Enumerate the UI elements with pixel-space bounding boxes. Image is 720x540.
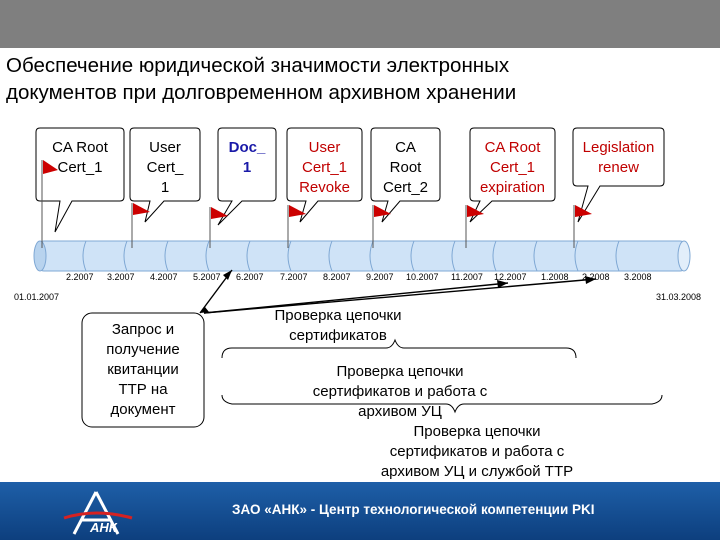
callout-bubble-1	[35, 127, 125, 233]
tick-label: 1.2008	[541, 272, 569, 282]
tick-label: 11.2007	[451, 272, 483, 282]
callout-bubble-5	[370, 127, 441, 223]
tick-label: 3.2008	[624, 272, 652, 282]
tick-label: 8.2007	[323, 272, 351, 282]
footer-bar	[0, 482, 720, 540]
tick-label: 9.2007	[366, 272, 394, 282]
callout-bubble-7	[572, 127, 665, 223]
footer-text: ЗАО «АНК» - Центр технологической компет…	[232, 502, 595, 517]
tick-label: 5.2007	[193, 272, 221, 282]
flag-3	[209, 207, 228, 248]
tick-label: 12.2007	[494, 272, 527, 282]
request-box-frame	[81, 312, 205, 428]
title-line-2: документов при долговременном архивном х…	[6, 81, 517, 104]
callout-doc-1: Doc_1	[228, 139, 266, 176]
tick-label: 10.2007	[406, 272, 439, 282]
tick-label: 2.2007	[66, 272, 94, 282]
title-line-1: Обеспечение юридической значимости элект…	[6, 54, 510, 77]
timeline-bar	[33, 240, 691, 272]
callout-bubble-2	[129, 127, 201, 223]
flag-5	[372, 205, 391, 248]
tick-label: 2.2008	[582, 272, 610, 282]
tick-label: 4.2007	[150, 272, 178, 282]
brace-1	[221, 338, 577, 359]
flag-markers	[41, 160, 592, 248]
tick-label: 3.2007	[107, 272, 135, 282]
callout-bubble-3	[217, 127, 277, 226]
timeline-end-label: 31.03.2008	[656, 292, 702, 302]
slide-title: Обеспечение юридической значимости элект…	[6, 52, 706, 106]
brace-2	[221, 394, 663, 414]
company-logo: АНК	[63, 491, 133, 535]
tick-label: 7.2007	[280, 272, 308, 282]
flag-7	[573, 205, 592, 248]
callout-bubble-4	[286, 127, 363, 223]
flag-4	[287, 205, 306, 248]
logo-text: АНК	[89, 520, 118, 535]
top-bar	[0, 0, 720, 48]
timeline-start-label: 01.01.2007	[14, 292, 60, 302]
tick-label: 6.2007	[236, 272, 264, 282]
flag-1	[41, 160, 58, 248]
callout-bubble-6	[469, 127, 556, 223]
flag-2	[131, 203, 150, 248]
flag-6	[465, 205, 484, 248]
